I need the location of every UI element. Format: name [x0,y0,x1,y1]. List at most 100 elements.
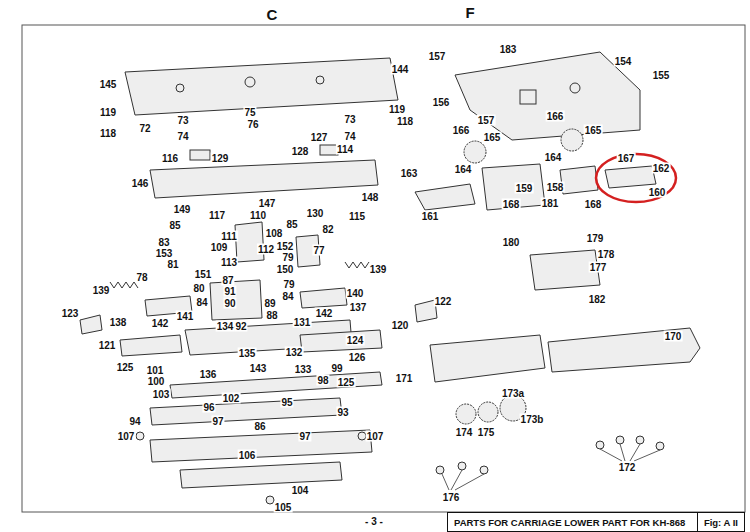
callout-number: 141 [176,311,195,322]
callout-number: 92 [234,321,247,332]
callout-number: 153 [155,248,174,259]
callout-number: 159 [515,183,534,194]
callout-number: 105 [274,502,293,513]
figure-number: Fig: A II [697,513,744,531]
section-letter: C [266,7,279,23]
callout-number: 173a [501,388,525,399]
callout-number: 130 [306,208,325,219]
callout-number: 93 [336,407,349,418]
callout-number: 143 [249,363,268,374]
callout-number: 75 [243,107,256,118]
title-block: PARTS FOR CARRIAGE LOWER PART FOR KH-868… [447,512,745,532]
callout-number: 139 [92,285,111,296]
callout-number: 157 [428,51,447,62]
callout-number: 181 [541,198,560,209]
springs [110,262,369,288]
callout-number: 118 [99,128,117,139]
callout-number: 139 [369,264,388,275]
callout-number: 77 [312,245,325,256]
callout-number: 176 [442,492,461,503]
callout-number: 89 [263,298,276,309]
callout-number: 170 [664,331,683,342]
callout-number: 97 [211,416,224,427]
callout-number: 160 [648,187,667,198]
callout-number: 146 [131,178,150,189]
callout-number: 108 [265,228,284,239]
callout-number: 154 [614,56,633,67]
callout-number: 174 [455,427,474,438]
callout-number: 134 [216,321,235,332]
callout-number: 123 [61,308,80,319]
callout-number: 120 [391,320,410,331]
title-text: PARTS FOR CARRIAGE LOWER PART FOR KH-868 [448,513,697,531]
callout-number: 135 [238,348,257,359]
callout-number: 76 [246,119,259,130]
page-frame [22,25,745,512]
callout-number: 147 [258,198,277,209]
callout-number: 128 [291,146,310,157]
leader-lines [442,444,660,490]
callout-number: 74 [176,131,189,142]
callout-number: 99 [330,363,343,374]
callout-number: 84 [281,291,294,302]
callout-number: 96 [202,402,215,413]
callout-number: 81 [166,259,179,270]
callout-number: 138 [109,317,128,328]
callout-number: 113 [220,257,238,268]
callout-number: 119 [388,104,406,115]
left-parts [80,58,437,504]
callout-number: 80 [192,283,205,294]
callout-number: 72 [138,123,151,134]
callout-number: 132 [285,347,304,358]
callout-number: 166 [546,111,565,122]
callout-number: 107 [366,431,385,442]
callout-number: 155 [652,70,671,81]
callout-number: 161 [421,211,440,222]
callout-number: 168 [584,199,603,210]
callout-number: 85 [285,219,298,230]
callout-number: 74 [343,131,356,142]
callout-number: 126 [348,352,367,363]
callout-number: 104 [291,485,310,496]
callout-number: 145 [99,79,118,90]
callout-number: 162 [652,163,671,174]
callout-number: 157 [477,115,496,126]
callout-number: 106 [238,450,257,461]
callout-number: 182 [588,294,607,305]
callout-number: 84 [195,297,208,308]
section-letter: F [464,5,475,21]
callout-number: 180 [502,237,521,248]
callout-number: 142 [151,318,170,329]
callout-number: 140 [346,288,365,299]
callout-number: 164 [544,152,563,163]
callout-number: 121 [98,340,117,351]
callout-number: 151 [194,269,213,280]
callout-number: 103 [152,389,171,400]
callout-number: 137 [349,302,368,313]
callout-number: 124 [346,335,365,346]
callout-number: 109 [210,242,229,253]
callout-number: 82 [321,224,334,235]
callout-number: 111 [220,231,238,242]
callout-number: 136 [199,369,218,380]
callout-number: 167 [617,153,636,164]
callout-number: 86 [253,421,266,432]
callout-number: 150 [276,264,295,275]
callout-number: 79 [281,252,294,263]
callout-number: 133 [294,364,313,375]
callout-number: 125 [337,377,356,388]
callout-number: 107 [117,431,136,442]
callout-number: 114 [336,144,354,155]
callout-number: 165 [483,132,502,143]
callout-number: 175 [477,427,496,438]
callout-number: 127 [310,132,329,143]
callout-number: 91 [223,286,236,297]
callout-number: 85 [168,220,181,231]
callout-number: 102 [222,393,241,404]
callout-number: 118 [396,116,414,127]
callout-number: 164 [454,164,473,175]
callout-number: 78 [135,272,148,283]
callout-number: 73 [343,114,356,125]
callout-number: 165 [584,125,603,136]
